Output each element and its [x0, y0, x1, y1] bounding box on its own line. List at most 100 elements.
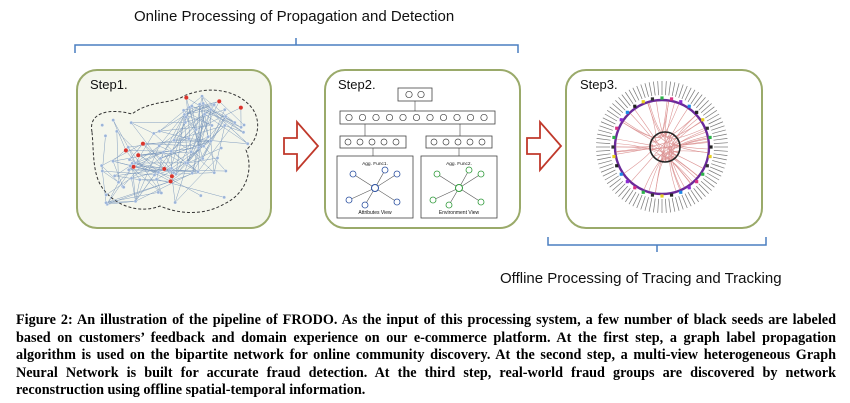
- ring-label-mark: [632, 87, 640, 101]
- ring-block: [669, 193, 674, 197]
- graph-node: [127, 157, 132, 162]
- graph-node: [129, 120, 133, 125]
- outer-ring: [613, 98, 711, 196]
- graph-edge: [173, 140, 203, 159]
- graph-node: [103, 134, 108, 138]
- ring-label-mark: [687, 191, 696, 205]
- ring-label-mark: [598, 160, 612, 165]
- neuron: [453, 113, 461, 122]
- graph-edge: [185, 147, 199, 163]
- ring-label-mark: [668, 198, 671, 213]
- neighbor-node: [433, 170, 441, 178]
- graph-edge: [202, 116, 226, 159]
- graph-node: [169, 166, 174, 171]
- ring-label-mark: [703, 178, 715, 188]
- graph-node: [199, 193, 203, 198]
- figure-caption: Figure 2: An illustration of the pipelin…: [16, 312, 836, 399]
- seed-node: [123, 148, 129, 153]
- ring-label-mark: [681, 85, 688, 100]
- chord: [672, 136, 707, 157]
- ring-label-mark: [596, 153, 611, 156]
- graph-edge: [201, 95, 235, 123]
- tree-edge: [348, 187, 376, 201]
- step2-gnn-diagram: Agg. Func1. Agg. Func2. Attributes View …: [336, 87, 498, 219]
- ring-block: [660, 194, 664, 198]
- graph-node: [223, 123, 227, 128]
- ring-label-mark: [700, 103, 712, 113]
- ring-label-mark: [709, 166, 724, 173]
- graph-edge: [135, 151, 164, 164]
- ring-block: [619, 118, 623, 122]
- graph-edge: [116, 131, 119, 183]
- graph-node: [157, 144, 161, 148]
- chord: [656, 150, 708, 160]
- ring-label-mark: [621, 94, 631, 106]
- ring-block: [708, 135, 712, 140]
- graph-edge: [105, 181, 171, 203]
- graph-edge: [201, 96, 211, 110]
- graph-node: [202, 112, 207, 117]
- ring-block: [705, 164, 709, 168]
- graph-edge: [195, 107, 241, 130]
- graph-edge: [190, 104, 215, 153]
- graph-edge: [192, 114, 205, 174]
- neighbor-node: [349, 170, 357, 178]
- ring-label-mark: [711, 163, 725, 169]
- neighbor-node: [381, 166, 389, 174]
- graph-edge: [210, 109, 248, 144]
- neighbor-node: [465, 166, 473, 174]
- neuron: [480, 113, 488, 122]
- graph-node: [157, 129, 162, 133]
- neuron: [345, 113, 353, 122]
- graph-edge: [131, 178, 136, 202]
- ring-block: [660, 96, 664, 100]
- graph-node: [100, 169, 105, 173]
- neighbor-node: [429, 196, 437, 204]
- ring-label-mark: [713, 150, 728, 152]
- graph-edge: [159, 130, 189, 139]
- ring-label-mark: [693, 94, 703, 106]
- graph-node: [181, 108, 186, 113]
- graph-node: [111, 159, 115, 163]
- graph-node: [222, 107, 227, 112]
- center-node: [371, 184, 379, 192]
- graph-edge: [114, 168, 165, 177]
- step3-circular-graph: [596, 81, 728, 213]
- ring-label-mark: [618, 185, 628, 197]
- inner-ring: [649, 131, 681, 163]
- neighbor-node: [477, 198, 485, 206]
- ring-label-mark: [612, 181, 624, 191]
- ring-label-mark: [628, 191, 637, 205]
- online-processing-label: Online Processing of Propagation and Det…: [134, 8, 455, 25]
- neuron: [392, 138, 400, 146]
- graph-node: [127, 168, 131, 172]
- ring-block: [611, 145, 615, 149]
- graph-edge: [153, 133, 186, 163]
- graph-node: [223, 114, 228, 119]
- arrow-1: [283, 119, 320, 173]
- ring-label-mark: [657, 198, 659, 213]
- graph-node: [111, 118, 115, 122]
- ring-label-mark: [609, 106, 621, 116]
- hidden-layer-right: [425, 135, 493, 149]
- graph-edge: [135, 179, 141, 202]
- graph-edge: [183, 110, 188, 164]
- ring-label-mark: [657, 81, 659, 96]
- graph-node: [233, 120, 237, 125]
- graph-edge: [142, 140, 211, 144]
- graph-node: [215, 156, 220, 160]
- seed-node: [238, 105, 244, 110]
- hidden-layer-left: [339, 135, 407, 149]
- ring-label-mark: [712, 129, 726, 134]
- chord: [634, 109, 668, 162]
- environment-view-label: Environment View: [439, 210, 480, 216]
- graph-edge: [210, 141, 215, 173]
- graph-node: [130, 161, 134, 166]
- ring-block: [669, 97, 674, 101]
- graph-edge: [142, 143, 165, 170]
- graph-node: [194, 127, 198, 132]
- chord: [624, 143, 654, 174]
- ring-label-mark: [696, 97, 706, 109]
- graph-edge: [159, 95, 203, 132]
- neighbor-node: [445, 201, 453, 209]
